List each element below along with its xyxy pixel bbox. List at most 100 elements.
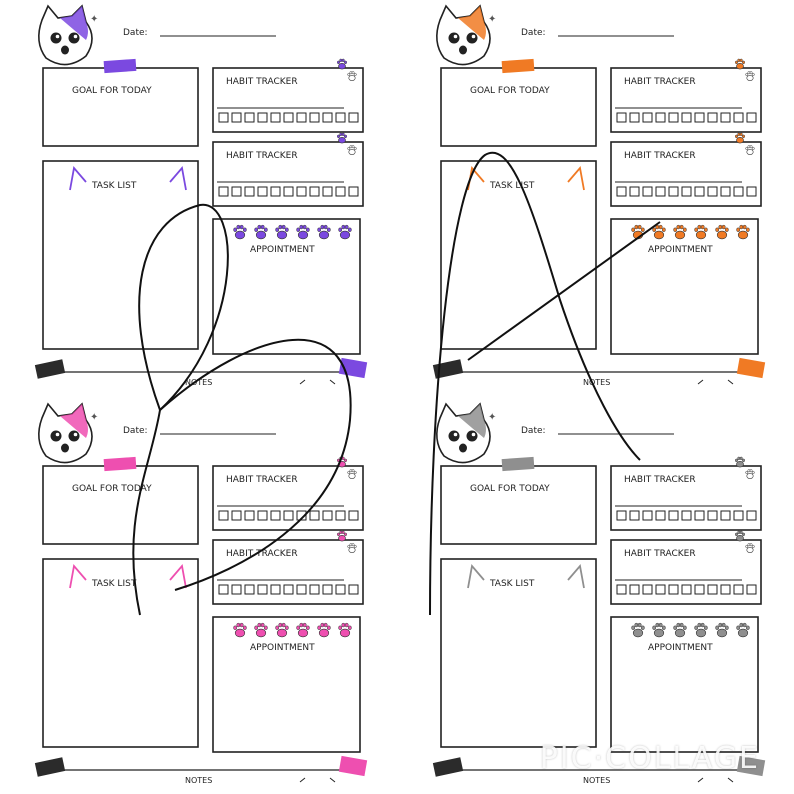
habit-checkbox[interactable] xyxy=(335,186,346,197)
habit-checkbox[interactable] xyxy=(257,510,268,521)
habit-checkbox[interactable] xyxy=(720,112,731,123)
habit-checkbox[interactable] xyxy=(681,186,692,197)
habit-checkbox[interactable] xyxy=(309,112,320,123)
habit-checkbox[interactable] xyxy=(270,186,281,197)
habit-checkbox[interactable] xyxy=(270,584,281,595)
habit-checkbox[interactable] xyxy=(746,510,757,521)
habit-checkbox[interactable] xyxy=(720,186,731,197)
goal-box xyxy=(440,67,597,147)
habit-checkbox[interactable] xyxy=(309,510,320,521)
habit-checkbox[interactable] xyxy=(733,112,744,123)
paw-icon xyxy=(317,622,331,638)
habit-checkbox[interactable] xyxy=(257,584,268,595)
habit-checkbox[interactable] xyxy=(616,510,627,521)
habit-checkbox[interactable] xyxy=(642,510,653,521)
habit-checkbox[interactable] xyxy=(244,186,255,197)
cat-ear-icon xyxy=(69,563,87,589)
habit-checkbox[interactable] xyxy=(642,584,653,595)
habit-tracker-2: HABIT TRACKER xyxy=(610,132,762,207)
habit-checkbox[interactable] xyxy=(733,584,744,595)
habit-checkbox[interactable] xyxy=(231,510,242,521)
habit-checkbox[interactable] xyxy=(668,510,679,521)
habit-checkbox[interactable] xyxy=(668,112,679,123)
habit-checkbox[interactable] xyxy=(283,510,294,521)
habit-checkbox[interactable] xyxy=(720,510,731,521)
habit-checkbox[interactable] xyxy=(244,510,255,521)
habit-checkbox[interactable] xyxy=(707,510,718,521)
habit-checkbox[interactable] xyxy=(629,510,640,521)
habit-checkbox[interactable] xyxy=(694,112,705,123)
habit-checkbox[interactable] xyxy=(668,186,679,197)
habit-checkbox[interactable] xyxy=(244,112,255,123)
habit-checkbox[interactable] xyxy=(322,510,333,521)
habit-checkbox[interactable] xyxy=(668,584,679,595)
habit-checkbox[interactable] xyxy=(616,584,627,595)
paw-icon xyxy=(745,71,755,81)
habit-checkbox[interactable] xyxy=(218,510,229,521)
habit-checkbox[interactable] xyxy=(694,186,705,197)
habit-checkbox[interactable] xyxy=(309,584,320,595)
habit-checkbox[interactable] xyxy=(231,186,242,197)
habit-checkbox[interactable] xyxy=(348,186,359,197)
paw-icon xyxy=(317,224,331,240)
habit-checkbox[interactable] xyxy=(296,510,307,521)
habit-checkbox[interactable] xyxy=(681,510,692,521)
habit-checkbox[interactable] xyxy=(616,186,627,197)
cat-mascot: ✦ xyxy=(38,402,98,464)
habit-checkbox[interactable] xyxy=(244,584,255,595)
habit-checkbox[interactable] xyxy=(720,584,731,595)
washi-tape xyxy=(34,757,66,777)
habit-checkbox[interactable] xyxy=(707,186,718,197)
habit-checkbox[interactable] xyxy=(309,186,320,197)
habit-checkbox[interactable] xyxy=(616,112,627,123)
habit-checkbox[interactable] xyxy=(348,510,359,521)
habit-checkbox[interactable] xyxy=(231,584,242,595)
habit-checkbox[interactable] xyxy=(746,584,757,595)
habit-checkbox[interactable] xyxy=(322,186,333,197)
habit-checkbox[interactable] xyxy=(283,112,294,123)
habit-checkbox[interactable] xyxy=(746,112,757,123)
habit-checkbox[interactable] xyxy=(655,112,666,123)
habit-checkbox[interactable] xyxy=(257,112,268,123)
habit-checkbox[interactable] xyxy=(629,584,640,595)
habit-checkbox[interactable] xyxy=(218,112,229,123)
habit-checkbox[interactable] xyxy=(335,510,346,521)
habit-tracker-label: HABIT TRACKER xyxy=(624,77,696,87)
habit-checkbox[interactable] xyxy=(231,112,242,123)
habit-checkbox[interactable] xyxy=(335,112,346,123)
habit-checkbox[interactable] xyxy=(694,584,705,595)
habit-checkbox[interactable] xyxy=(629,186,640,197)
habit-checkbox[interactable] xyxy=(257,186,268,197)
habit-checkbox[interactable] xyxy=(322,112,333,123)
habit-checkbox[interactable] xyxy=(283,584,294,595)
habit-checkbox[interactable] xyxy=(733,186,744,197)
habit-checkbox[interactable] xyxy=(655,584,666,595)
habit-checkbox[interactable] xyxy=(348,112,359,123)
habit-checkbox[interactable] xyxy=(283,186,294,197)
appointment-label: APPOINTMENT xyxy=(250,643,315,653)
habit-checkbox[interactable] xyxy=(733,510,744,521)
habit-checkbox[interactable] xyxy=(218,584,229,595)
habit-checkbox[interactable] xyxy=(270,112,281,123)
habit-checkbox[interactable] xyxy=(746,186,757,197)
habit-checkbox[interactable] xyxy=(642,186,653,197)
habit-checkbox[interactable] xyxy=(296,186,307,197)
habit-checkbox[interactable] xyxy=(348,584,359,595)
habit-checkbox[interactable] xyxy=(642,112,653,123)
habit-checkbox[interactable] xyxy=(694,510,705,521)
habit-checkbox[interactable] xyxy=(296,584,307,595)
habit-checkbox[interactable] xyxy=(270,510,281,521)
habit-checkbox[interactable] xyxy=(707,584,718,595)
habit-checkbox[interactable] xyxy=(681,584,692,595)
washi-tape xyxy=(34,359,66,379)
habit-checkbox[interactable] xyxy=(296,112,307,123)
habit-checkbox[interactable] xyxy=(218,186,229,197)
habit-checkbox[interactable] xyxy=(655,510,666,521)
habit-checkbox[interactable] xyxy=(335,584,346,595)
habit-checkbox[interactable] xyxy=(681,112,692,123)
habit-checkbox[interactable] xyxy=(629,112,640,123)
habit-checkbox[interactable] xyxy=(322,584,333,595)
habit-checkbox[interactable] xyxy=(707,112,718,123)
habit-checkbox[interactable] xyxy=(655,186,666,197)
